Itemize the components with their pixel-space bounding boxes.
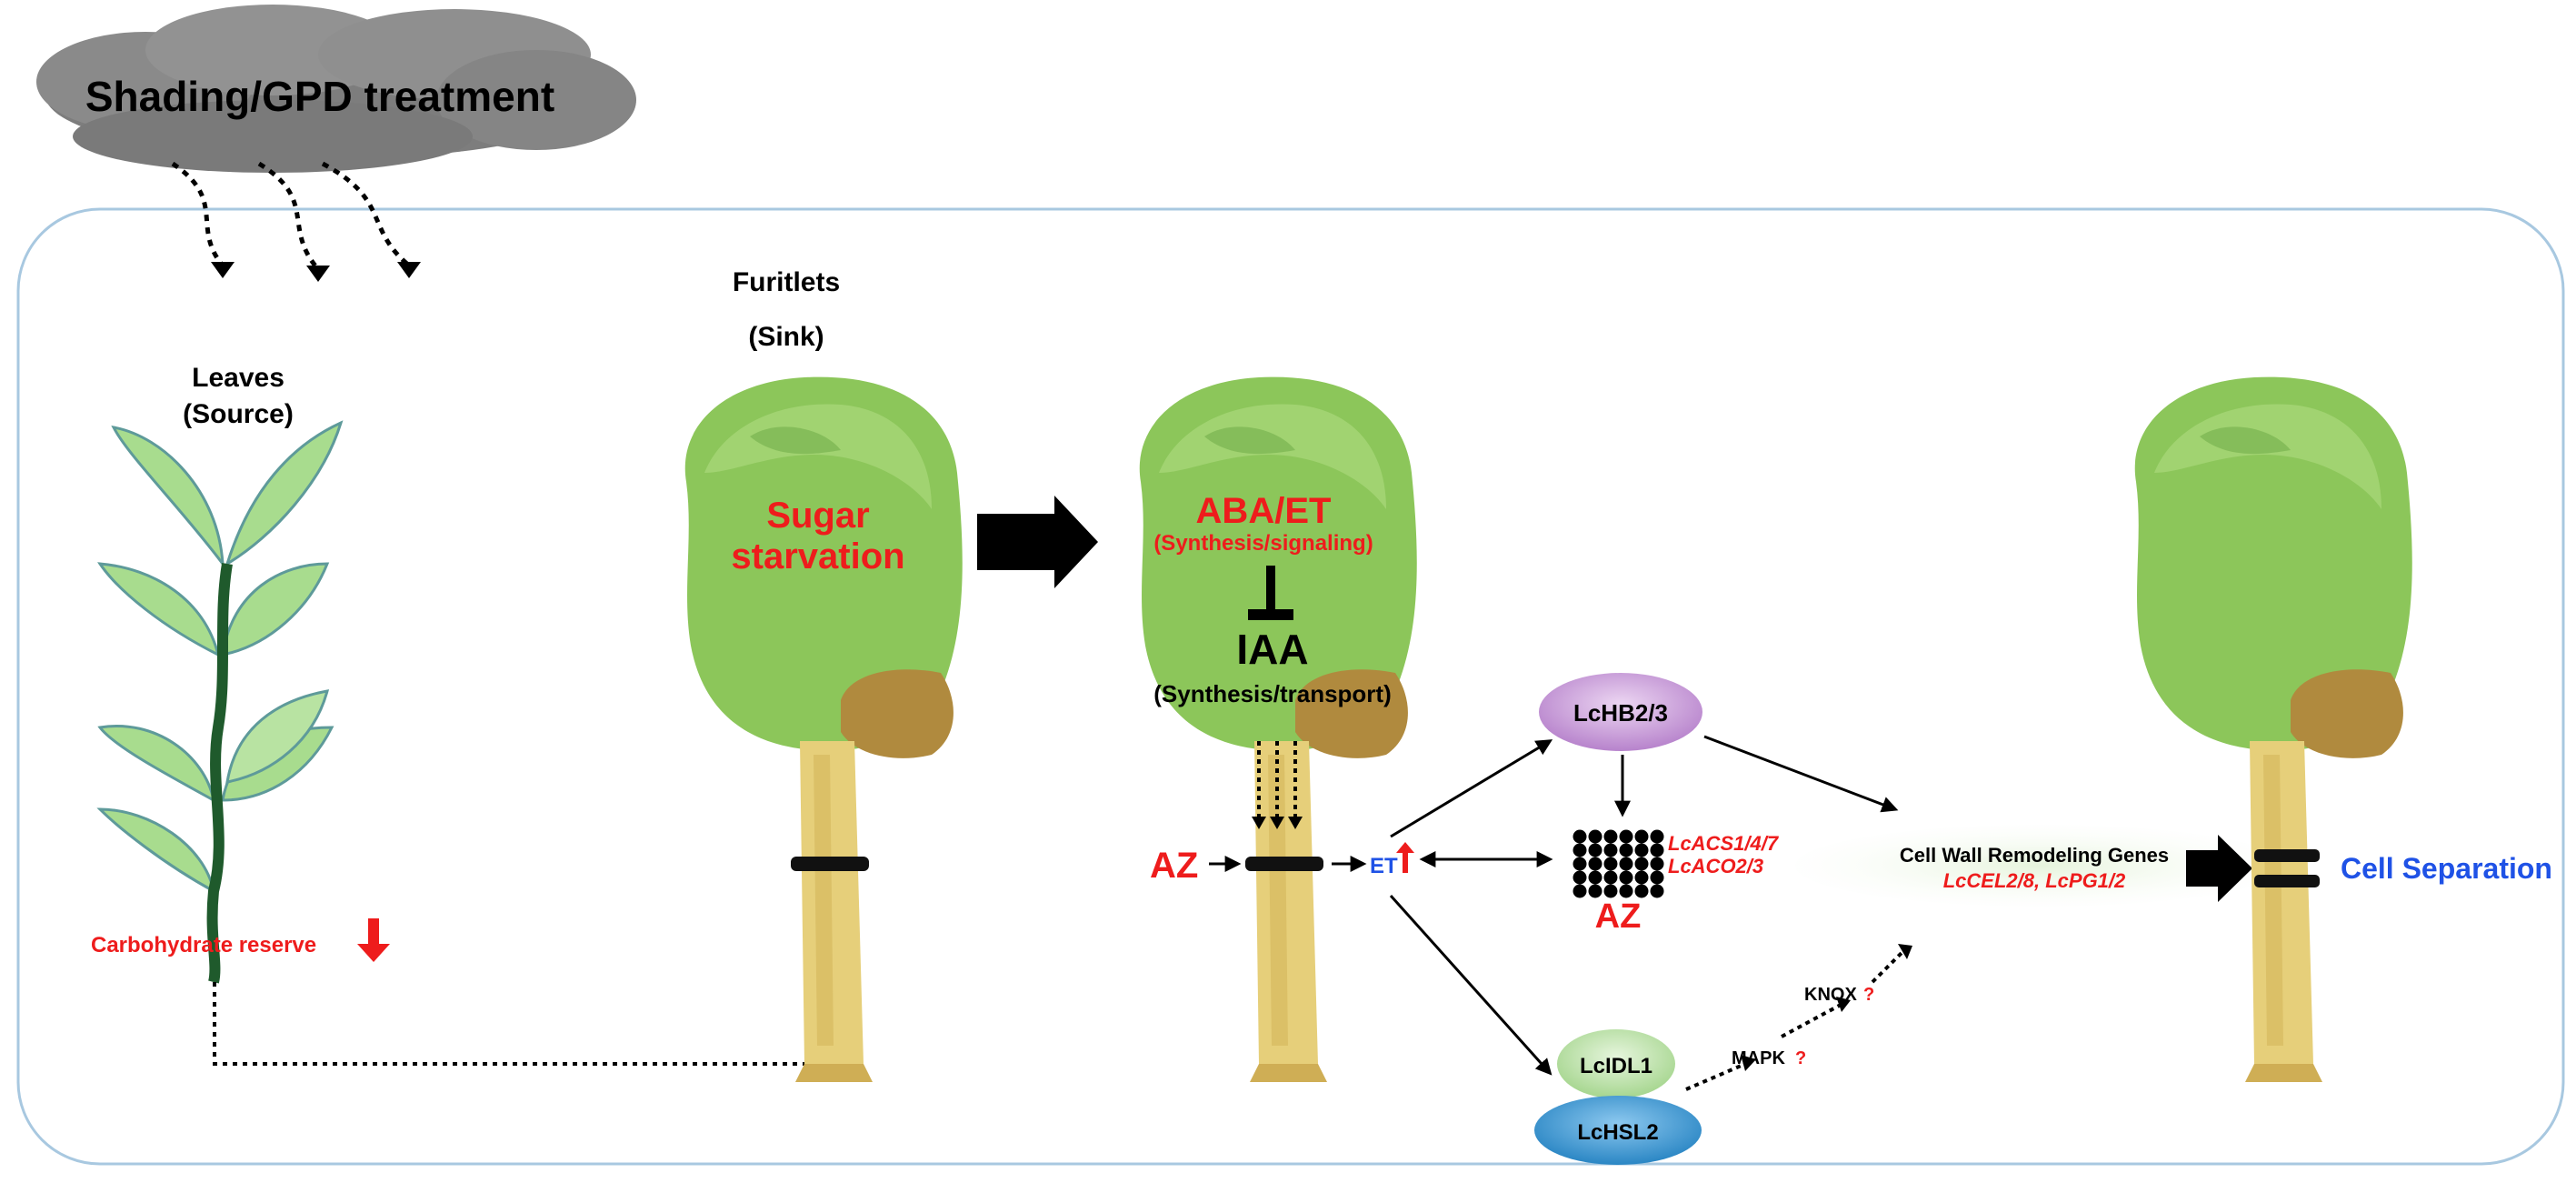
cloud-label: Shading/GPD treatment: [85, 73, 554, 120]
cell-separation-label: Cell Separation: [2341, 852, 2552, 885]
diagram-frame: [16, 207, 2565, 1166]
az-cell-dot: [1619, 870, 1633, 885]
leaves-subtitle: (Source): [183, 399, 294, 429]
inhibit-icon: [1248, 566, 1293, 620]
cloud-shape: [36, 5, 636, 173]
knox-question: ?: [1863, 985, 1874, 1005]
lchb-label: LcHB2/3: [1573, 699, 1668, 727]
az-cell-dot: [1573, 857, 1587, 871]
leaf-plant: [96, 420, 344, 984]
lchsl-node: [1534, 1096, 1702, 1165]
lchb-node: [1539, 673, 1702, 751]
starvation-label: starvation: [731, 536, 904, 576]
fruitlet-2: [1139, 376, 1417, 1083]
mapk-question: ?: [1795, 1048, 1806, 1068]
aba-et-label: ABA/ET: [1196, 491, 1332, 531]
az-cell-dot: [1603, 843, 1618, 857]
az-cell-dot: [1634, 843, 1649, 857]
et-label: ET: [1370, 854, 1398, 878]
iaa-sub-label: (Synthesis/transport): [1153, 680, 1392, 707]
abscission-zone-3b: [2254, 875, 2320, 887]
az-cell-dot: [1588, 843, 1603, 857]
separation-arrow: [2186, 835, 2252, 902]
cwr-title: Cell Wall Remodeling Genes: [1900, 844, 2169, 867]
az-cell-dot: [1588, 857, 1603, 871]
az-label-right: AZ: [1595, 897, 1642, 936]
az-cell-dot: [1573, 870, 1587, 885]
az-label-left: AZ: [1150, 846, 1198, 886]
az-cell-dot: [1650, 870, 1664, 885]
sugar-label: Sugar: [766, 496, 869, 536]
big-arrow: [977, 496, 1098, 588]
light-arrows: [171, 161, 411, 271]
aco-label: LcACO2/3: [1668, 855, 1763, 877]
az-cell-dot: [1650, 884, 1664, 898]
az-cell-dot: [1588, 884, 1603, 898]
az-cell-dot: [1634, 857, 1649, 871]
az-cell-dot: [1619, 829, 1633, 844]
up-arrow-icon: [1396, 842, 1414, 873]
az-cell-dot: [1619, 857, 1633, 871]
dotted-down-arrows: [1257, 741, 1297, 818]
abscission-zone-1: [791, 857, 869, 871]
lchsl-label: LcHSL2: [1577, 1120, 1658, 1145]
az-cell-dot: [1603, 857, 1618, 871]
lcidl-label: LcIDL1: [1580, 1054, 1652, 1078]
az-cell-dot: [1634, 829, 1649, 844]
abscission-zone-3a: [2254, 849, 2320, 862]
fruitlet-3: [2134, 376, 2412, 1083]
az-cell-dot: [1634, 870, 1649, 885]
abscission-zone-2: [1245, 857, 1323, 871]
iaa-label: IAA: [1236, 626, 1308, 673]
fruitlet-1: [684, 376, 963, 1083]
az-cell-dot: [1619, 843, 1633, 857]
lcidl-node: [1557, 1029, 1675, 1098]
az-cell-grid: [1573, 829, 1664, 898]
fruitlets-subtitle: (Sink): [748, 322, 824, 352]
az-cell-dot: [1650, 843, 1664, 857]
down-arrow-icon: [357, 918, 390, 962]
leaves-title: Leaves: [192, 363, 285, 393]
az-cell-dot: [1603, 870, 1618, 885]
az-cell-dot: [1573, 843, 1587, 857]
az-cell-dot: [1573, 884, 1587, 898]
network-arrows: [1389, 735, 1899, 1076]
az-cell-dot: [1588, 870, 1603, 885]
az-cell-dot: [1650, 857, 1664, 871]
carbohydrate-label: Carbohydrate reserve: [91, 933, 316, 957]
cwr-node: [1795, 825, 2286, 907]
aba-sub-label: (Synthesis/signaling): [1153, 531, 1373, 556]
az-cell-dot: [1619, 884, 1633, 898]
mapk-label: MAPK: [1732, 1048, 1785, 1068]
az-cell-dot: [1588, 829, 1603, 844]
az-cell-dot: [1603, 884, 1618, 898]
fruitlets-title: Furitlets: [733, 267, 840, 297]
knox-label: KNOX: [1804, 985, 1857, 1005]
az-cell-dot: [1573, 829, 1587, 844]
az-cell-dot: [1634, 884, 1649, 898]
cwr-genes: LcCEL2/8, LcPG1/2: [1943, 869, 2126, 892]
az-cell-dot: [1603, 829, 1618, 844]
az-cell-dot: [1650, 829, 1664, 844]
acs-label: LcACS1/4/7: [1668, 832, 1780, 855]
